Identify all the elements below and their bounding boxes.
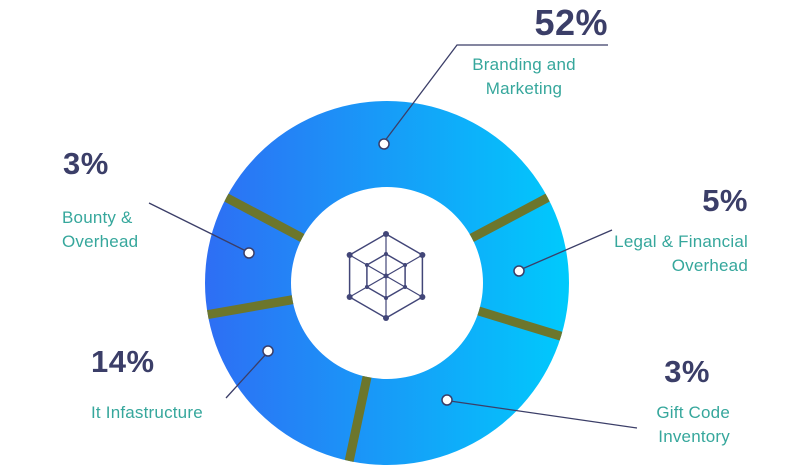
callout-dot-it bbox=[262, 345, 274, 357]
slice-gap bbox=[469, 304, 569, 343]
callout-dot-gift bbox=[441, 394, 453, 406]
callout-line-branding bbox=[383, 44, 608, 143]
slice-label-gift-code: Gift Code Inventory bbox=[600, 401, 730, 449]
slice-label-bounty: Bounty & Overhead bbox=[62, 206, 138, 254]
callout-line-bounty bbox=[148, 202, 247, 252]
callout-line-legal bbox=[521, 229, 613, 270]
slice-separators bbox=[205, 189, 569, 465]
callout-dots bbox=[243, 138, 525, 406]
slice-label-line: Overhead bbox=[671, 255, 748, 275]
slice-gap bbox=[462, 189, 557, 246]
callout-line-it bbox=[225, 352, 268, 399]
percent-label-bounty: 3% bbox=[63, 146, 109, 181]
slice-label-line: Marketing bbox=[485, 78, 563, 98]
callout-line-gift bbox=[449, 400, 638, 429]
slice-gap bbox=[205, 293, 302, 321]
slice-label-line: Branding and bbox=[472, 55, 576, 74]
slice-label-it-infrastructure: It Infastructure bbox=[91, 401, 203, 425]
callout-dot-bounty bbox=[243, 247, 255, 259]
slice-label-line: Overhead bbox=[62, 231, 139, 251]
callout-lines bbox=[148, 44, 638, 429]
callout-dot-branding bbox=[378, 138, 390, 150]
center-network-logo-icon bbox=[346, 231, 426, 321]
callout-dot-legal bbox=[513, 265, 525, 277]
percent-label-legal: 5% bbox=[702, 183, 748, 218]
percent-label-it-infrastructure: 14% bbox=[91, 344, 155, 379]
slice-label-line: Bounty & bbox=[62, 208, 133, 227]
percent-label-gift-code: 3% bbox=[664, 354, 710, 389]
slice-label-branding: Branding and Marketing bbox=[440, 53, 608, 101]
slice-label-line: Inventory bbox=[658, 426, 730, 446]
slice-label-line: Legal & Financial bbox=[614, 232, 748, 251]
slice-label-legal: Legal & Financial Overhead bbox=[590, 230, 748, 278]
slice-label-line: Gift Code bbox=[656, 403, 730, 422]
slice-label-line: It Infastructure bbox=[91, 403, 203, 422]
slice-gap bbox=[343, 368, 374, 465]
slice-gap bbox=[217, 189, 312, 246]
percent-label-branding: 52% bbox=[534, 2, 608, 43]
donut-ring bbox=[205, 101, 569, 465]
